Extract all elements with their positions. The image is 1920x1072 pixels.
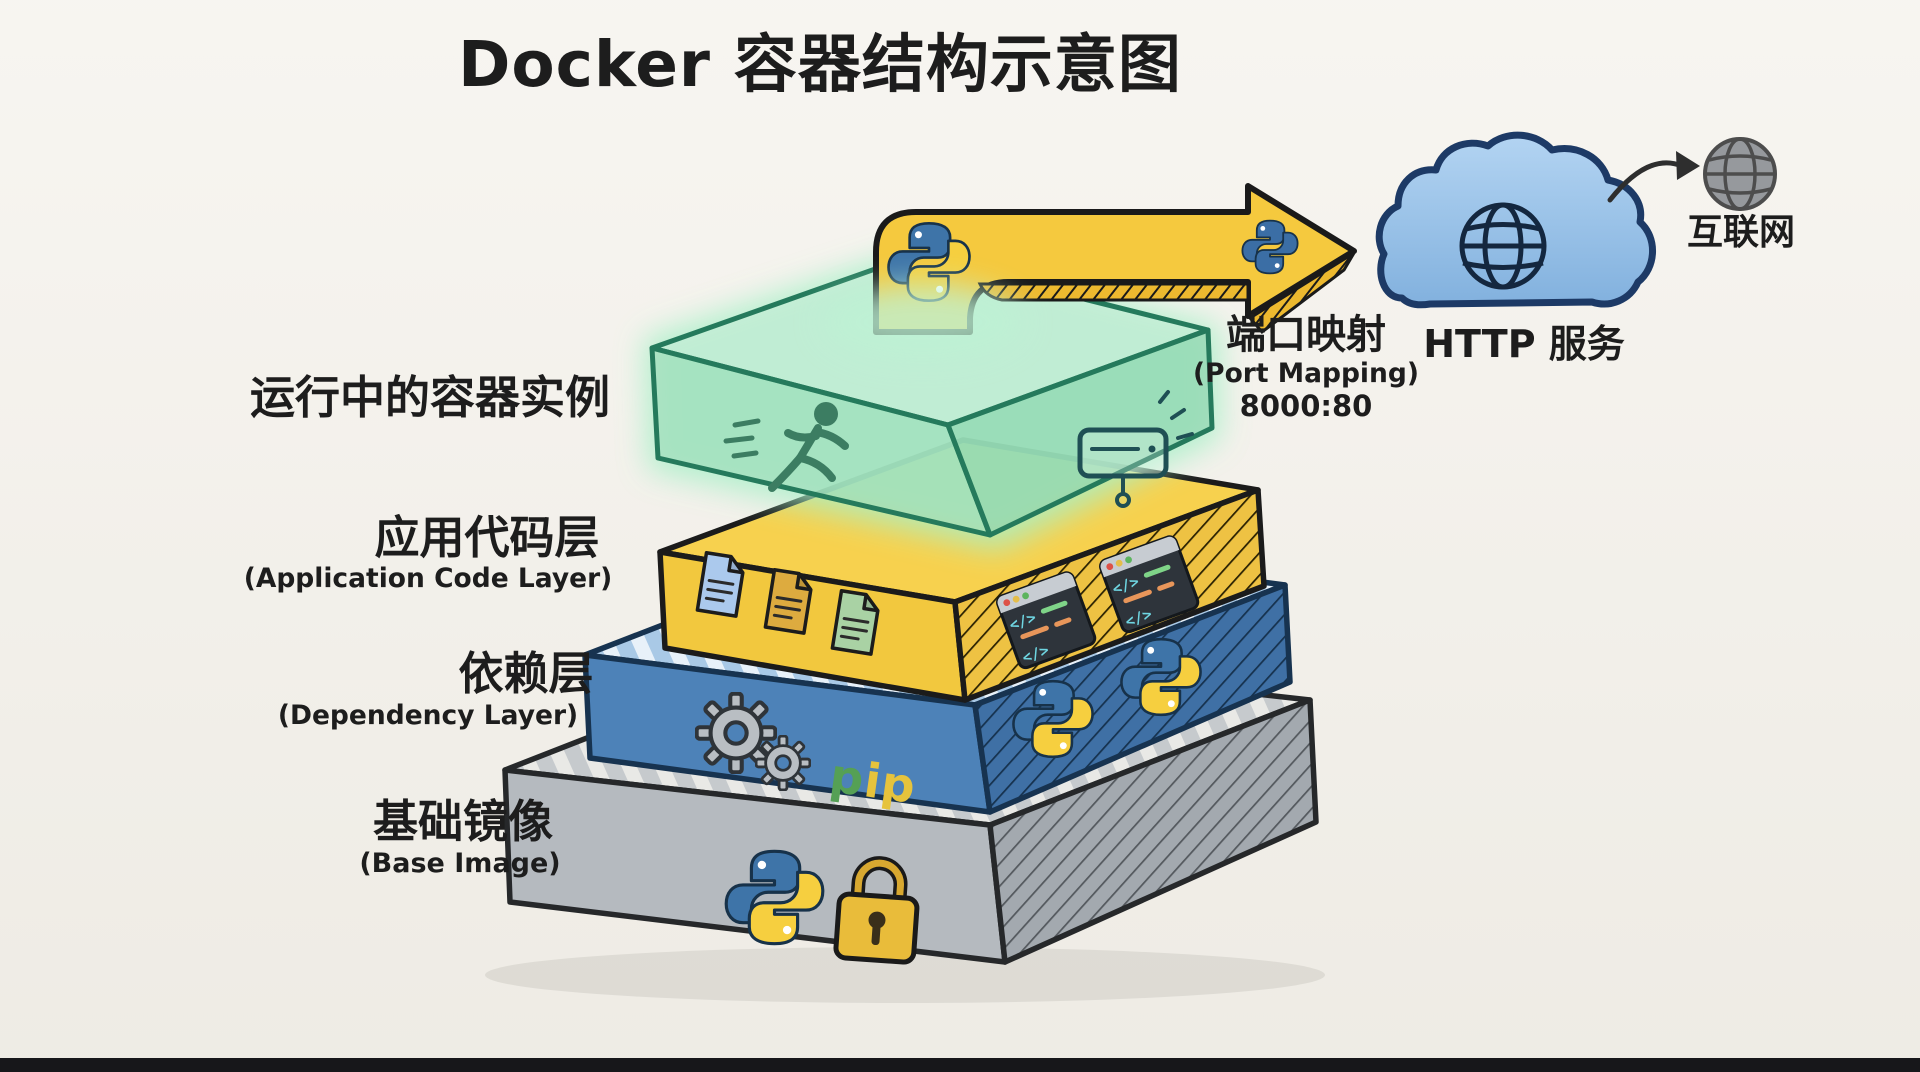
label-port-mapping-ports: 8000:80: [1239, 389, 1373, 423]
page-title: Docker 容器结构示意图: [458, 28, 1182, 101]
label-internet: 互联网: [1686, 212, 1796, 253]
ground-shadow: [485, 947, 1325, 1003]
arrow-base-glow: [823, 284, 1023, 360]
port-mapping-arrow: [873, 183, 1357, 335]
label-port-mapping-en: (Port Mapping): [1193, 358, 1419, 389]
running-person-icon: [768, 402, 849, 492]
label-http-service: HTTP 服务: [1423, 322, 1625, 366]
lock-icon: [833, 856, 920, 965]
bottom-bar: [0, 1058, 1920, 1072]
label-port-mapping-zh: 端口映射: [1226, 312, 1386, 358]
server-icon: [1077, 390, 1194, 508]
speed-lines-icon: [723, 418, 761, 459]
label-dependency-layer-en: (Dependency Layer): [277, 700, 579, 731]
label-app-code-layer-zh: 应用代码层: [374, 511, 600, 564]
label-base-image-zh: 基础镜像: [372, 795, 554, 848]
curved-arrow: [1607, 151, 1700, 203]
globe-icon: [1459, 202, 1547, 290]
cloud-icon: [1375, 131, 1656, 309]
label-running-container: 运行中的容器实例: [249, 371, 611, 424]
label-app-code-layer-en: (Application Code Layer): [243, 563, 613, 594]
internet-globe-icon: [1703, 137, 1777, 211]
label-base-image-en: (Base Image): [359, 848, 561, 879]
label-dependency-layer-zh: 依赖层: [458, 647, 594, 700]
pip-logo: pip: [826, 748, 919, 814]
